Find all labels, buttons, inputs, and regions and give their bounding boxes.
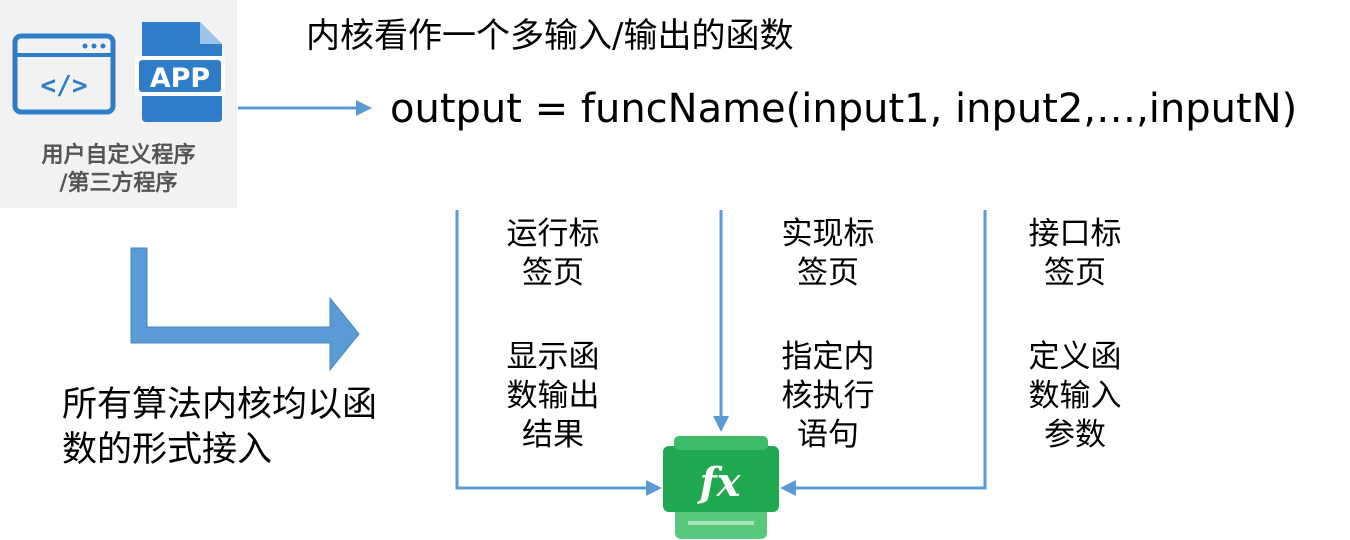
program-label: 用户自定义程序 /第三方程序 xyxy=(0,142,237,198)
function-formula: output = funcName(input1, input2,…,input… xyxy=(390,86,1298,132)
column-runtime-tab: 运行标 签页 显示函 数输出 结果 xyxy=(478,215,628,455)
tab-desc-line2: 核执行 xyxy=(781,378,875,414)
tab-title-line1: 接口标 xyxy=(1028,216,1122,252)
l-shaped-arrow xyxy=(130,247,360,372)
app-badge-text: APP xyxy=(150,63,210,94)
code-icon-glyph: </> xyxy=(41,71,88,101)
tab-title-line1: 实现标 xyxy=(781,216,875,252)
tab-title-line2: 签页 xyxy=(1044,255,1106,291)
column-implementation-tab: 实现标 签页 指定内 核执行 语句 xyxy=(753,215,903,455)
tab-desc-line1: 定义函 xyxy=(1028,339,1122,375)
tab-desc-line3: 参数 xyxy=(1044,417,1106,453)
tab-title-line2: 签页 xyxy=(797,255,859,291)
program-label-line2: /第三方程序 xyxy=(59,171,178,196)
tab-desc-line1: 指定内 xyxy=(781,339,875,375)
tab-desc-line2: 数输入 xyxy=(1028,378,1122,414)
arrow-to-formula xyxy=(238,100,372,116)
tab-desc-line3: 语句 xyxy=(797,417,859,453)
tab-desc-line2: 数输出 xyxy=(506,378,600,414)
tab-desc-line1: 显示函 xyxy=(506,339,600,375)
app-file-icon: APP xyxy=(135,22,225,122)
connector-implementation-tab xyxy=(713,210,729,432)
connector-interface-tab xyxy=(780,210,987,496)
function-fx-icon: fx xyxy=(663,436,779,539)
tab-desc-line3: 结果 xyxy=(522,417,584,453)
headline: 内核看作一个多输入/输出的函数 xyxy=(306,16,794,56)
column-interface-tab: 接口标 签页 定义函 数输入 参数 xyxy=(1000,215,1150,455)
program-label-line1: 用户自定义程序 xyxy=(41,143,196,168)
connector-runtime-tab xyxy=(455,210,662,496)
fx-text: fx xyxy=(696,459,741,506)
left-caption: 所有算法内核均以函数的形式接入 xyxy=(62,385,378,470)
code-window-icon: </> xyxy=(12,33,116,115)
tab-title-line1: 运行标 xyxy=(506,216,600,252)
tab-title-line2: 签页 xyxy=(522,255,584,291)
